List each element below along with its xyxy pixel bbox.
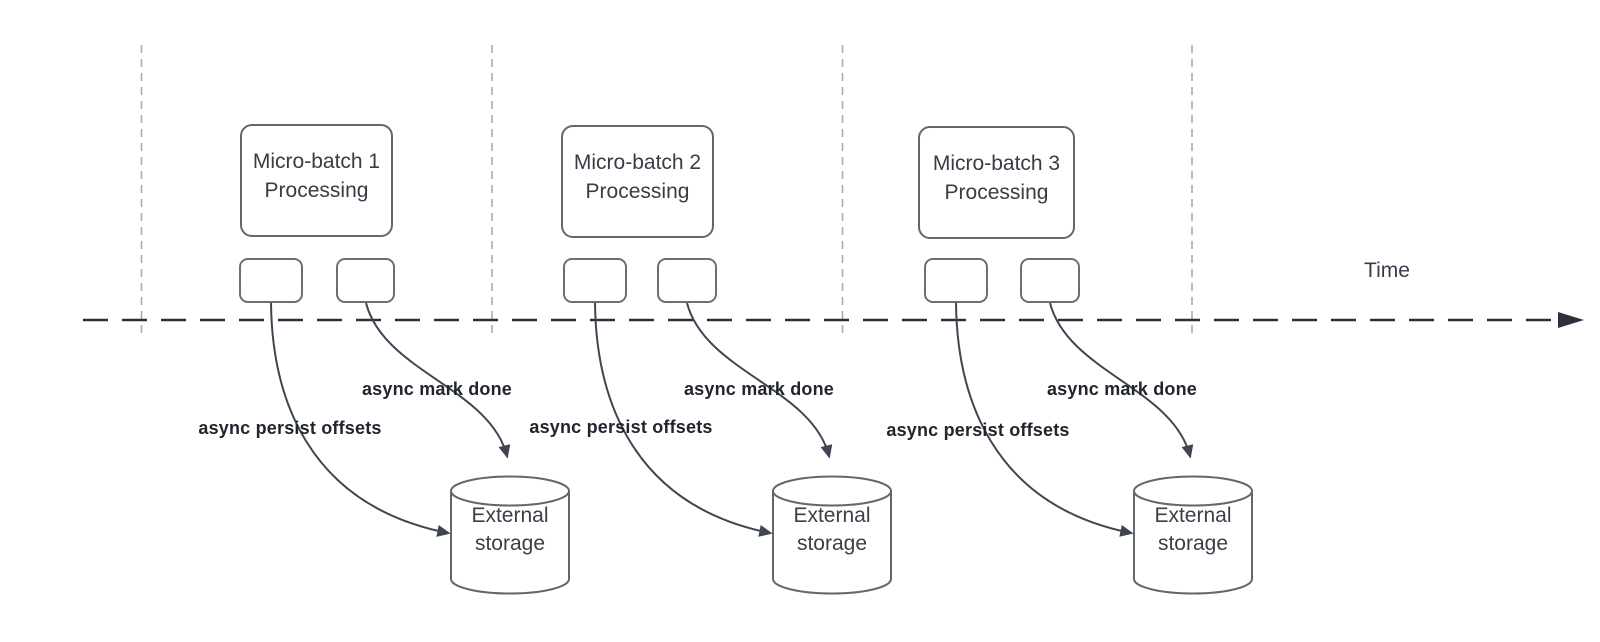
- persist-offsets-arrow-2: [594, 302, 773, 537]
- mark-done-label-3: async mark done: [1046, 379, 1198, 399]
- micro-batch-box-1: Micro-batch 1 Processing: [240, 124, 393, 237]
- micro-batch-title-2: Micro-batch 2 Processing: [573, 150, 702, 203]
- micro-batch-title-3: Micro-batch 3 Processing: [932, 151, 1061, 204]
- task-box-3-right: [1020, 258, 1080, 303]
- task-box-2-right: [657, 258, 717, 303]
- mark-done-arrow-1: [365, 302, 511, 459]
- task-box-3-left: [924, 258, 988, 303]
- mark-done-label-2: async mark done: [683, 379, 835, 399]
- storage-label-3: External storage: [1154, 504, 1232, 555]
- micro-batch-box-3: Micro-batch 3 Processing: [918, 126, 1075, 239]
- persist-offsets-arrow-3: [955, 302, 1134, 537]
- storage-cylinder-3: [1133, 475, 1253, 595]
- task-box-2-left: [563, 258, 627, 303]
- time-label: Time: [1364, 259, 1410, 282]
- storage-cylinder-1: [450, 475, 570, 595]
- task-box-1-left: [239, 258, 303, 303]
- mark-done-label-1: async mark done: [361, 379, 513, 399]
- time-axis-arrowhead-icon: [1558, 312, 1584, 328]
- mark-done-arrow-3: [1049, 302, 1194, 459]
- storage-cylinder-2: [772, 475, 892, 595]
- persist-offsets-arrow-1: [270, 302, 451, 537]
- persist-offsets-label-1: async persist offsets: [198, 418, 382, 438]
- storage-label-2: External storage: [793, 504, 871, 555]
- storage-label-1: External storage: [471, 504, 549, 555]
- persist-offsets-label-2: async persist offsets: [529, 417, 713, 437]
- mark-done-arrow-2: [686, 302, 833, 459]
- micro-batch-title-1: Micro-batch 1 Processing: [252, 149, 381, 202]
- persist-offsets-label-3: async persist offsets: [886, 420, 1070, 440]
- task-box-1-right: [336, 258, 395, 303]
- micro-batch-box-2: Micro-batch 2 Processing: [561, 125, 714, 238]
